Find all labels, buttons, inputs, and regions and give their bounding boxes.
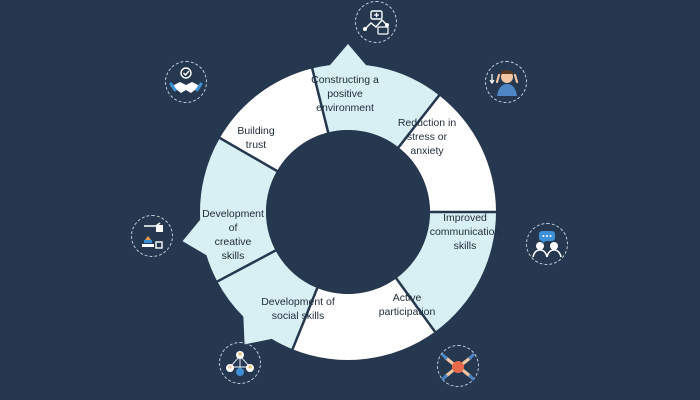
segments-layer <box>182 44 496 360</box>
segment-divider <box>310 66 330 134</box>
segment-divider <box>217 135 279 173</box>
segment-trust <box>219 68 329 171</box>
handshake-check-icon <box>165 61 207 103</box>
segment-divider <box>396 93 442 149</box>
segment-social <box>217 250 318 350</box>
network-people-icon <box>219 342 261 384</box>
wheel-center <box>266 130 430 294</box>
segment-divider <box>290 286 319 352</box>
segment-creative <box>182 138 277 282</box>
teamwork-puzzle-icon <box>355 1 397 43</box>
dividers-layer <box>214 66 498 352</box>
joined-hands-icon <box>437 345 479 387</box>
segment-reduction <box>398 95 496 212</box>
segment-constructing <box>312 44 440 148</box>
segment-communication <box>396 212 496 332</box>
stressed-person-icon <box>485 61 527 103</box>
chat-people-icon <box>526 223 568 265</box>
stacking-blocks-icon <box>131 215 173 257</box>
segment-participation <box>292 278 435 360</box>
segment-divider <box>394 276 438 335</box>
segment-divider <box>214 248 278 284</box>
